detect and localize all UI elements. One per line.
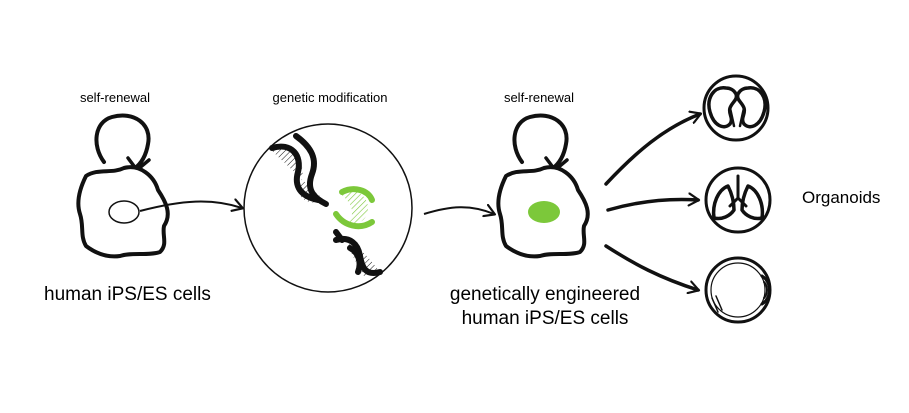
cell-icon-engineered (496, 113, 590, 259)
genetic-modification-label: genetic modification (272, 90, 388, 105)
engineered-cells-label-line1: genetically engineered (449, 284, 641, 305)
cell-nucleus-left (108, 200, 140, 224)
dna-icon-upper (269, 133, 329, 207)
arrow-to-eye (604, 244, 698, 290)
self-renewal-label-left: self-renewal (79, 90, 151, 105)
dna-icon-lower (333, 229, 383, 276)
engineered-cells-label-line2: human iPS/ES cells (461, 308, 629, 329)
arrow-to-modification (139, 202, 242, 212)
eye-icon (704, 256, 772, 324)
cell-icon-left (76, 113, 170, 259)
dna-icon-inserted-green (333, 186, 375, 230)
arrow-to-lungs (606, 199, 698, 212)
lungs-icon (704, 166, 772, 234)
self-renewal-label-right: self-renewal (503, 90, 575, 105)
human-cells-label: human iPS/ES cells (44, 284, 211, 305)
arrow-to-engineered-cell (423, 207, 494, 214)
arrow-to-kidney (604, 114, 700, 186)
genetic-modification-circle (243, 123, 413, 293)
self-renewal-loop-right (512, 113, 569, 171)
cell-nucleus-green (528, 201, 560, 223)
self-renewal-loop-left (94, 113, 151, 171)
organoids-label: Organoids (802, 188, 881, 207)
kidney-icon (702, 74, 770, 142)
